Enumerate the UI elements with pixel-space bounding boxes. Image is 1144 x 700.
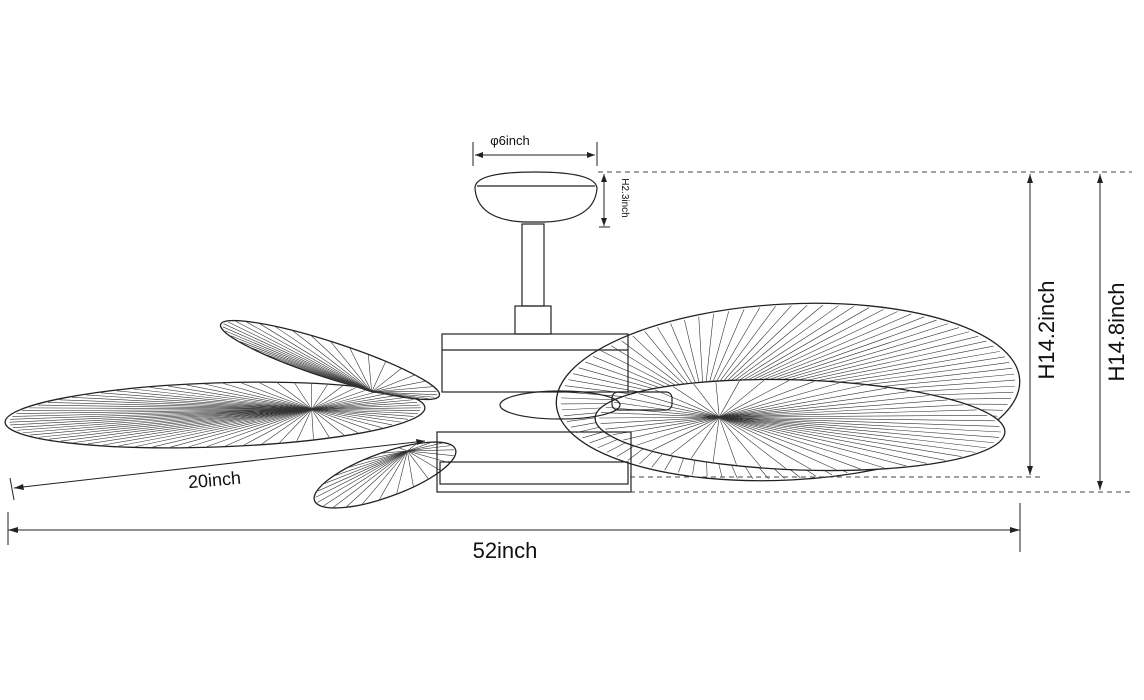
fan-blades [4,302,1021,509]
height-to-light-label: H14.2inch [1034,280,1059,379]
span-label: 52inch [473,538,538,563]
light-kit-housing [436,431,632,493]
dimension-height-to-light: H14.2inch [1027,174,1059,475]
overall-height-label: H14.8inch [1104,282,1129,381]
blade-left-top [219,319,441,401]
blade-left-bottom [313,441,457,509]
dimension-canopy-diameter: φ6inch [472,133,598,166]
blade-hub [499,390,621,420]
downrod-coupler [514,305,552,335]
blade-bracket [611,391,673,411]
dimension-blade-length: 20inch [9,439,426,501]
blade-length-label: 20inch [187,468,242,493]
dimension-overall-height: H14.8inch [1097,174,1129,490]
canopy-diameter-label: φ6inch [490,133,530,148]
blade-left-long [4,381,426,449]
dimension-canopy-height: H2.3inch [599,174,630,228]
fan-body [436,171,673,493]
canopy [474,171,598,223]
light-diffuser [439,461,629,485]
canopy-height-label: H2.3inch [619,178,630,217]
blade-right-back [594,378,1006,472]
dimension-span: 52inch [7,503,1021,563]
downrod [521,223,545,307]
